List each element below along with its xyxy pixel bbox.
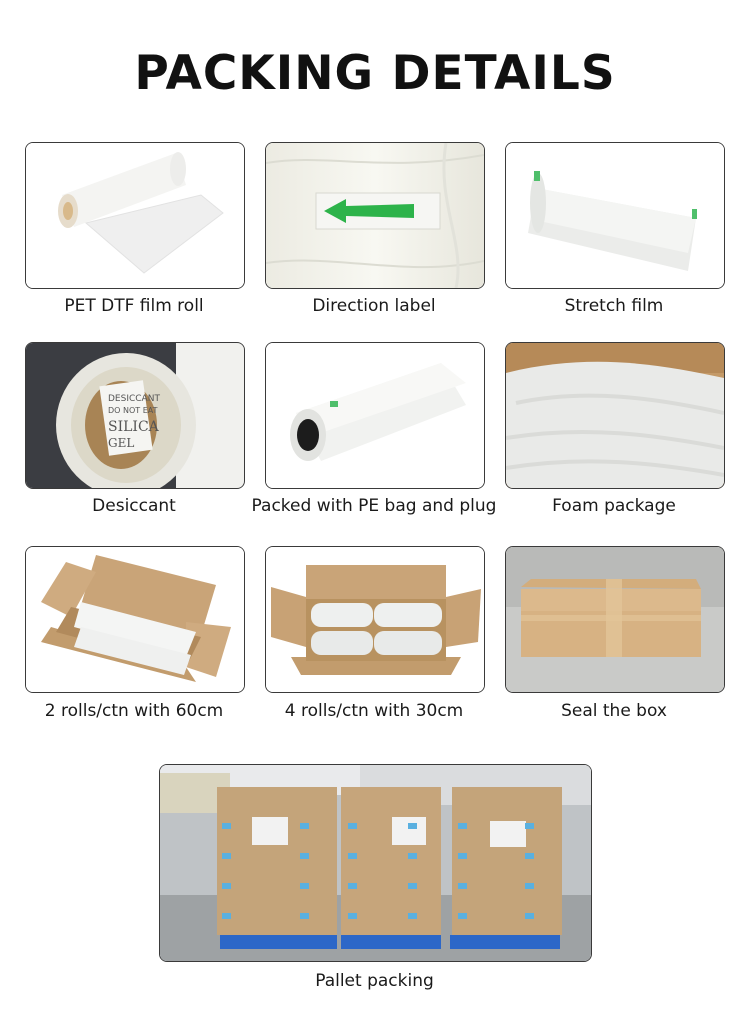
foam-package-image xyxy=(505,342,725,489)
desiccant-image: DESICCANT DO NOT EAT SILICA GEL xyxy=(25,342,245,489)
caption-four-rolls: 4 rolls/ctn with 30cm xyxy=(284,701,464,721)
page-title: PACKING DETAILS xyxy=(134,46,616,101)
packet-text-1: DESICCANT xyxy=(108,394,160,404)
caption-pe-bag: Packed with PE bag and plug xyxy=(251,496,497,516)
caption-foam-package: Foam package xyxy=(552,496,676,516)
packet-text-2: DO NOT EAT xyxy=(108,406,158,415)
carton-two-rolls-image xyxy=(25,546,245,693)
pallet-image xyxy=(159,764,592,962)
caption-pet-dtf-film-roll: PET DTF film roll xyxy=(64,296,204,316)
caption-desiccant: Desiccant xyxy=(92,496,176,516)
pe-bag-image xyxy=(265,342,485,489)
packet-text-4: GEL xyxy=(108,436,134,450)
packet-text-3: SILICA xyxy=(108,419,160,435)
caption-direction-label: Direction label xyxy=(312,296,436,316)
caption-seal-box: Seal the box xyxy=(561,701,667,721)
caption-stretch-film: Stretch film xyxy=(564,296,664,316)
stretch-film-image xyxy=(505,142,725,289)
direction-label-image xyxy=(265,142,485,289)
carton-four-rolls-image xyxy=(265,546,485,693)
caption-two-rolls: 2 rolls/ctn with 60cm xyxy=(44,701,224,721)
caption-pallet-packing: Pallet packing xyxy=(315,971,434,991)
film-roll-image xyxy=(25,142,245,289)
sealed-box-image xyxy=(505,546,725,693)
arrow-left-icon xyxy=(324,199,414,223)
